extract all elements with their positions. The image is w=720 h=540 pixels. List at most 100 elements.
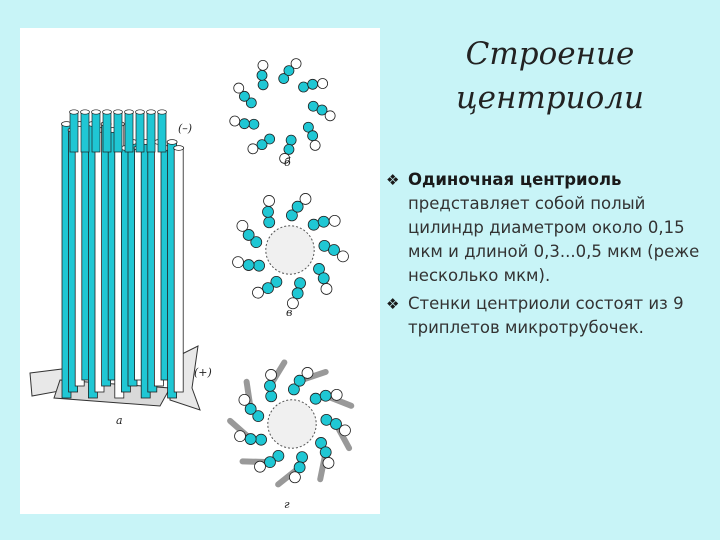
bullet-text-1: Одиночная центриоль представляет собой п…	[408, 168, 712, 288]
microtubule-back	[80, 111, 90, 153]
cross-section-v-triplet-tubule	[270, 275, 283, 288]
cross-section-v-triplet-tubule	[263, 216, 276, 229]
cross-section-g-triplet-tubule	[287, 383, 300, 396]
cross-section-b-triplet-tubule	[283, 65, 295, 77]
bullet-item-1: ❖ Одиночная центриоль представляет собой…	[386, 168, 712, 288]
cross-section-v-triplet-tubule	[307, 218, 320, 231]
centriole-illustration	[29, 58, 355, 488]
cross-section-g-triplet-tubule	[330, 388, 343, 401]
cross-section-v-triplet-tubule	[262, 282, 274, 295]
label-plus-end: (+)	[194, 366, 212, 379]
cross-section-g-triplet-tubule	[254, 460, 266, 473]
cross-section-g-triplet-tubule	[293, 461, 306, 474]
microtubule-back	[91, 111, 101, 153]
cross-section-g-triplet-tubule	[265, 369, 277, 381]
microtubule-back-top	[135, 109, 145, 115]
cross-section-b-triplet-tubule	[283, 143, 295, 155]
cross-section-b-triplet-tubule	[316, 104, 328, 116]
microtubule-back-top	[80, 109, 90, 115]
cross-section-g-triplet-tubule	[255, 433, 267, 446]
centriole-figure: (–) (+) а б в г	[20, 28, 380, 514]
cross-section-v-hub	[265, 225, 315, 275]
cross-section-g-triplet-tubule	[265, 390, 278, 403]
diamond-bullet-icon: ❖	[386, 171, 400, 189]
cross-section-b-triplet-tubule	[290, 58, 302, 69]
cross-section-v-triplet-tubule	[313, 263, 325, 275]
cross-section-b-triplet-tubule	[278, 73, 290, 84]
bullet-body-1: представляет собой полый цилиндр диаметр…	[408, 194, 700, 285]
title-line-1: Строение	[465, 36, 635, 72]
cross-section-b-triplet-tubule	[245, 97, 257, 109]
cross-section-g-triplet-tubule	[319, 389, 332, 402]
cross-section-g-triplet-tubule	[238, 393, 251, 406]
cross-section-b-triplet-tubule	[257, 59, 269, 71]
cross-section-b-triplet-tubule	[257, 79, 269, 91]
microtubule-back-top	[157, 109, 167, 115]
cross-section-g-triplet-tubule	[315, 437, 327, 449]
cross-section-v-triplet-tubule	[294, 277, 306, 290]
cross-section-b-triplet-tubule	[307, 78, 319, 90]
cross-section-v-triplet-tubule	[253, 259, 265, 272]
label-g: г	[284, 498, 290, 511]
cross-section-v-triplet-tubule	[337, 250, 349, 263]
bullet-body-2: Стенки центриоли состоят из 9 триплетов …	[408, 294, 684, 337]
microtubule-top	[173, 145, 185, 151]
cross-section-g-triplet-tubule	[244, 433, 257, 445]
microtubule-back-top	[102, 109, 112, 115]
microtubule-back	[146, 111, 156, 153]
microtubule	[173, 147, 184, 393]
label-b: б	[284, 156, 291, 169]
cross-section-g-triplet-tubule	[272, 449, 285, 462]
cross-section-b-triplet-tubule	[247, 143, 259, 155]
cross-section-g-triplet-tubule	[252, 410, 265, 423]
cross-section-b-triplet-tubule	[256, 139, 268, 151]
cross-section-b-triplet-tubule	[239, 118, 250, 130]
cross-section-b-triplet-tubule	[307, 130, 319, 142]
cross-section-g-triplet-tubule	[330, 418, 342, 430]
cross-section-v-triplet-tubule	[291, 200, 304, 213]
bullet-text-2: Стенки центриоли состоят из 9 триплетов …	[408, 292, 712, 340]
cross-section-v-triplet-tubule	[291, 287, 304, 300]
bullet-item-2: ❖ Стенки центриоли состоят из 9 триплето…	[386, 292, 712, 340]
slide-title: Строение центриоли	[400, 32, 700, 120]
cross-section-b-triplet-tubule	[279, 153, 291, 164]
cross-section-g-triplet-tubule	[293, 374, 306, 387]
cross-section-g-triplet-tubule	[289, 471, 301, 484]
cross-section-g-triplet-tubule	[264, 379, 276, 392]
cross-section-v-triplet-tubule	[262, 205, 274, 218]
microtubule-back	[124, 111, 134, 153]
label-a: а	[116, 414, 123, 427]
cross-section-b-triplet-tubule	[264, 133, 276, 145]
cross-section-b-triplet-tubule	[324, 110, 336, 122]
cross-section-g-triplet-tubule	[296, 451, 308, 464]
cross-section-v-triplet-tubule	[252, 286, 264, 299]
microtubule-back	[102, 111, 112, 153]
microtubule-back-top	[69, 109, 79, 115]
cross-section-g-triplet-tubule	[301, 367, 314, 379]
cross-section-b-triplet-tubule	[239, 90, 250, 102]
cross-section-g-triplet-tubule	[234, 430, 246, 443]
label-v: в	[286, 306, 293, 319]
cross-section-b-triplet-tubule	[309, 139, 321, 151]
cross-section-v-triplet-tubule	[317, 215, 330, 228]
cross-section-v-triplet-tubule	[299, 193, 312, 205]
microtubule-back	[113, 111, 123, 153]
label-minus-end: (–)	[178, 122, 193, 135]
microtubule-back	[69, 111, 79, 153]
cross-section-v-triplet-tubule	[285, 209, 298, 222]
cross-section-v-triplet-tubule	[242, 229, 255, 241]
cross-section-b-triplet-tubule	[233, 82, 245, 94]
cross-section-v-triplet-tubule	[232, 256, 244, 269]
cross-section-v-triplet-tubule	[263, 195, 275, 207]
cross-section-g-hub	[267, 399, 317, 449]
microtubule-back	[157, 111, 167, 153]
cross-section-b-triplet-tubule	[248, 118, 260, 130]
microtubule-top	[166, 139, 178, 145]
cross-section-v-triplet-tubule	[287, 297, 299, 310]
microtubule-back-top	[91, 109, 101, 115]
bullet-list: ❖ Одиночная центриоль представляет собой…	[386, 168, 712, 344]
cross-section-v-triplet-tubule	[328, 214, 341, 227]
cross-section-v-triplet-tubule	[317, 272, 330, 285]
microtubule-back	[135, 111, 145, 153]
